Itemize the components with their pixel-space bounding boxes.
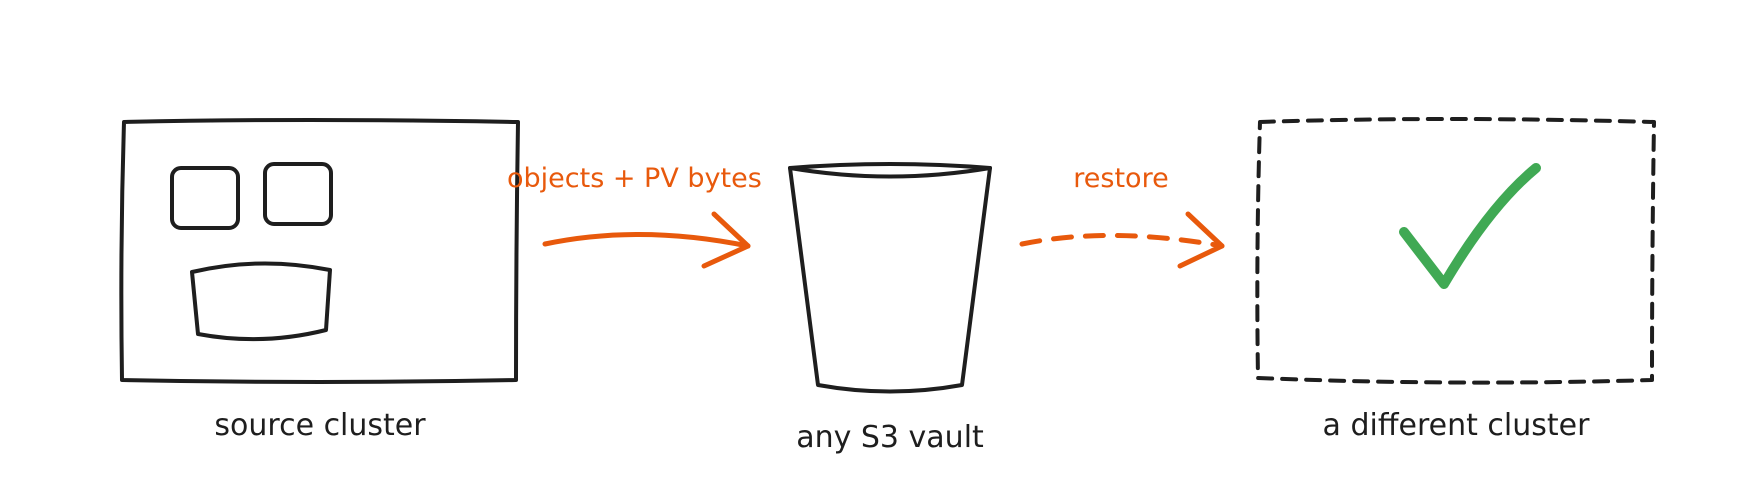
restore-arrow-line <box>1019 232 1225 249</box>
s3-vault-label: any S3 vault <box>796 420 984 455</box>
target-cluster-box <box>1255 117 1656 385</box>
volume-tray-icon <box>190 261 332 342</box>
source-cluster-label: source cluster <box>214 408 426 443</box>
pod-square-icon <box>170 166 240 230</box>
backup-edge-label: objects + PV bytes <box>507 163 762 194</box>
target-cluster-label: a different cluster <box>1323 408 1591 443</box>
backup-arrow <box>542 211 751 269</box>
target-cluster-node <box>1255 117 1656 385</box>
s3-vault-node <box>788 162 992 394</box>
restore-arrow <box>1019 211 1225 269</box>
pod-square-icon <box>263 162 333 226</box>
backup-arrow-line <box>542 231 751 249</box>
source-cluster-box <box>119 118 520 384</box>
bucket-body <box>788 162 992 394</box>
backup-arrowhead <box>701 211 751 269</box>
source-cluster-node <box>119 118 520 384</box>
restore-edge-label: restore <box>1073 163 1168 194</box>
checkmark-icon <box>1399 163 1541 289</box>
restore-arrowhead <box>1177 211 1225 269</box>
bucket-rim <box>788 166 992 179</box>
